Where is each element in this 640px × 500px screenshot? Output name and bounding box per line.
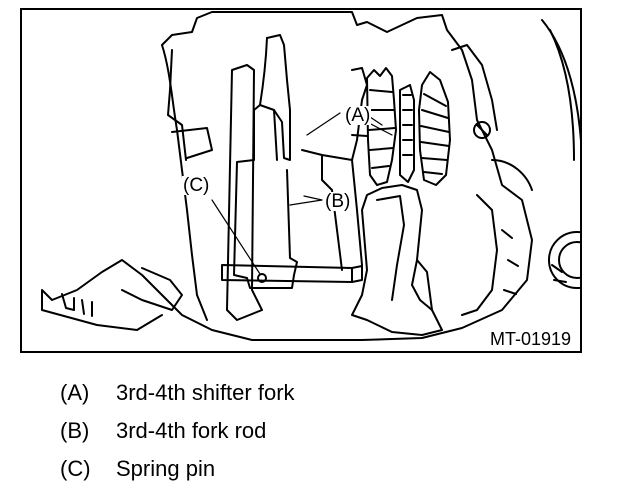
housing-outline [41,11,533,341]
legend-item-b: (B) 3rd-4th fork rod [60,416,480,454]
legend-text: 3rd-4th fork rod [116,418,267,443]
inner-pocket [226,64,263,321]
bolt-head [473,121,491,139]
legend-item-a: (A) 3rd-4th shifter fork [60,378,480,416]
synchronizer-sleeve [399,84,415,183]
transmission-drawing [41,11,580,341]
legend-item-c: (C) Spring pin [60,454,480,492]
spring-pin [257,273,267,283]
legend-text: Spring pin [116,456,216,481]
legend: (A) 3rd-4th shifter fork (B) 3rd-4th for… [60,378,480,492]
shifter-fork [233,34,298,289]
gear-3rd [366,67,397,186]
diagram-frame: (A) (B) (C) MT-01919 [20,8,582,353]
gear-4th [418,71,451,186]
callout-a: (A) [344,105,372,126]
legend-key: (B) [60,418,90,443]
callout-c: (C) [182,175,211,196]
bearing [548,231,580,289]
case-wall-left [161,44,208,321]
figure-code: MT-01919 [490,329,572,349]
legend-text: 3rd-4th shifter fork [116,380,295,405]
case-wall-left-inner [167,49,187,161]
legend-key: (A) [60,380,90,405]
leader-b [289,195,323,206]
fork-rod [221,264,353,283]
leader-c [211,199,261,275]
callout-b: (B) [324,191,352,212]
legend-key: (C) [60,456,91,481]
shift-bracket [351,184,443,336]
